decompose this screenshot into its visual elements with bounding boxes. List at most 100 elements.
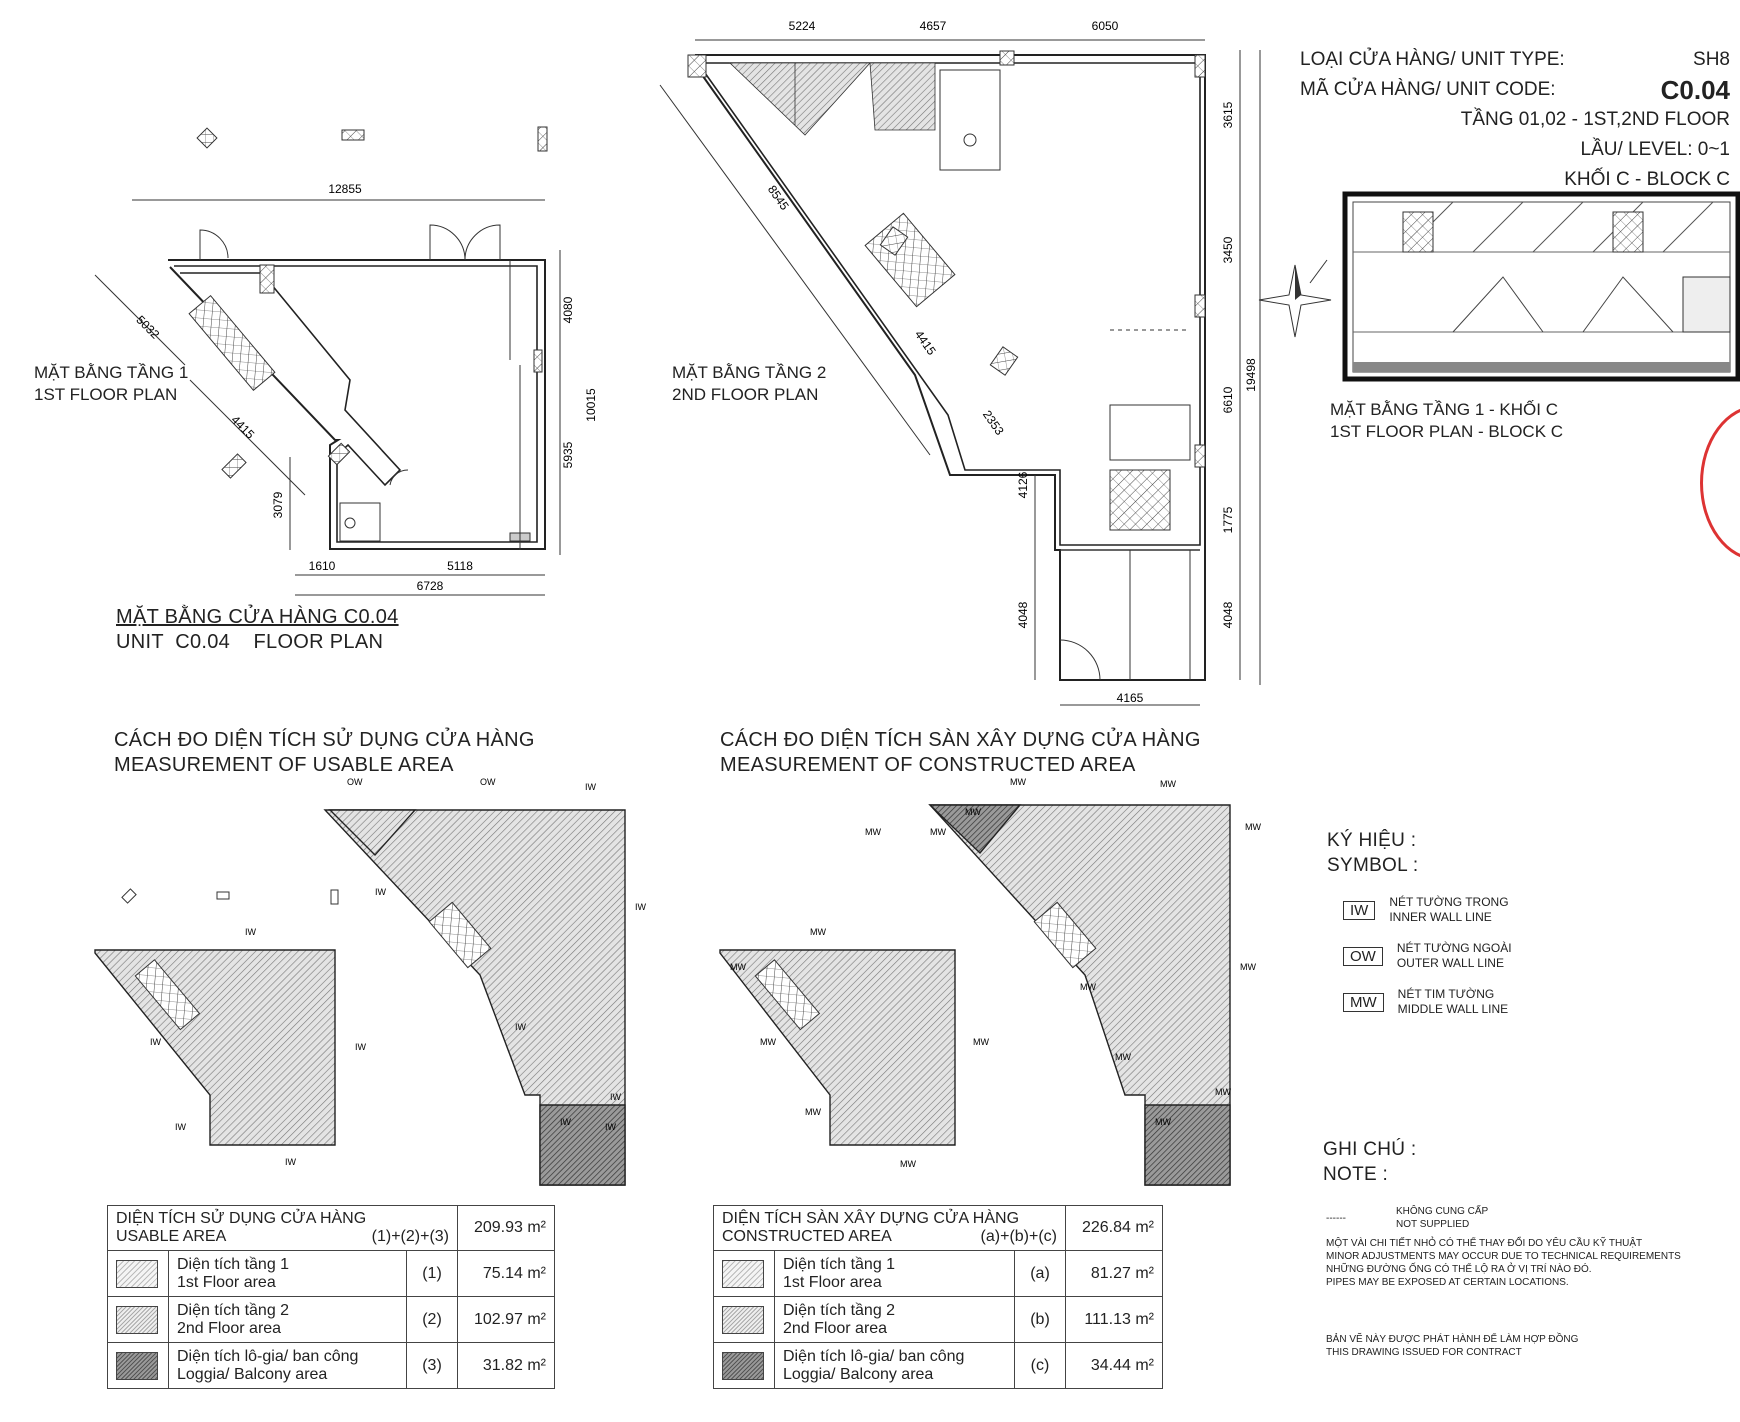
plan2-title-vi: MẶT BẰNG TẦNG 2 [672,363,827,382]
legend-vi: NÉT TƯỜNG NGOÀI [1396,941,1512,955]
level-text: LẦU/ LEVEL: 0~1 [1580,139,1730,160]
swatch-cell [713,1296,775,1343]
row-ref: (3) [406,1342,458,1389]
wall-tag: OW [347,777,363,787]
plan1-title-vi: MẶT BẰNG TẦNG 1 [34,363,189,382]
wall-tag: MW [930,827,946,837]
row-value: 81.27 m² [1065,1250,1163,1297]
constructed-formula: (a)+(b)+(c) [980,1228,1057,1245]
wall-tag: MW [760,1037,776,1047]
wall-tag: MW [805,1107,821,1117]
dim-1610: 1610 [309,559,336,573]
plan2-title: MẶT BẰNG TẦNG 2 2ND FLOOR PLAN [672,362,826,406]
floor-text: TẦNG 01,02 - 1ST,2ND FLOOR [1460,109,1730,130]
dim-4657: 4657 [920,19,947,33]
issued-en: THIS DRAWING ISSUED FOR CONTRACT [1326,1347,1522,1358]
legend-code: IW [1343,900,1376,920]
key-plan-title-en: 1ST FLOOR PLAN - BLOCK C [1330,422,1564,441]
wall-tag: MW [973,1037,989,1047]
not-supplied-en: NOT SUPPLIED [1396,1219,1470,1230]
constructed-area-title: CÁCH ĐO DIỆN TÍCH SÀN XÂY DỰNG CỬA HÀNG … [720,728,1201,778]
note-title-en: NOTE : [1323,1164,1389,1185]
dim-5935: 5935 [561,441,575,468]
dashed-line-sample: ------ [1326,1212,1346,1224]
swatch-cell [107,1296,169,1343]
key-plan-title: MẶT BẰNG TẦNG 1 - KHỐI C 1ST FLOOR PLAN … [1330,399,1563,443]
key-plan-block-c [1342,191,1740,382]
plan2-title-en: 2ND FLOOR PLAN [672,385,819,404]
row-vi: Diện tích tầng 1 [783,1255,896,1273]
row-vi: Diện tích tầng 2 [177,1301,290,1319]
wall-tag: IW [355,1042,367,1052]
wall-tag: IW [375,887,387,897]
constructed-total: 226.84 m² [1065,1205,1163,1251]
unit-type-value: SH8 [1693,49,1730,70]
wall-tag: IW [285,1157,297,1167]
row-value: 31.82 m² [457,1342,555,1389]
usable-area-title: CÁCH ĐO DIỆN TÍCH SỬ DỤNG CỬA HÀNG MEASU… [114,728,535,778]
note-title: GHI CHÚ : NOTE : [1323,1137,1416,1187]
constructed-wall-tags: MW MW MW MW MW MW MW MW MW MW MW MW MW M… [730,777,1261,1169]
unit-title-en: UNIT C0.04 FLOOR PLAN [116,631,384,653]
dim-2353: 2353 [980,408,1007,438]
constructed-title-vi: CÁCH ĐO DIỆN TÍCH SÀN XÂY DỰNG CỬA HÀNG [720,729,1201,751]
row-en: 1st Floor area [177,1273,276,1291]
dim-4415-upper: 4415 [912,328,939,358]
row-value: 34.44 m² [1065,1342,1163,1389]
issued-vi: BẢN VẼ NÀY ĐƯỢC PHÁT HÀNH ĐỂ LÀM HỢP ĐỒN… [1326,1334,1579,1345]
floor1-hatch-swatch [722,1259,764,1288]
wall-tag: MW [1080,982,1096,992]
wall-tag: IW [245,927,257,937]
unit-title-vi: MẶT BẰNG CỬA HÀNG C0.04 [116,606,399,628]
plan1-title-en: 1ST FLOOR PLAN [34,385,178,404]
dim-3615: 3615 [1221,101,1235,128]
dim-10015: 10015 [584,388,598,422]
row-vi: Diện tích lô-gia/ ban công [783,1347,965,1365]
dim-12855: 12855 [328,182,362,196]
wall-tag: MW [1155,1117,1171,1127]
first-floor-plan: 12855 5032 4415 3079 4080 10015 5935 161… [94,126,598,596]
wall-tag: IW [585,782,597,792]
row-ref: (1) [406,1250,458,1297]
dim-4165: 4165 [1117,691,1144,705]
plan1-title: MẶT BẰNG TẦNG 1 1ST FLOOR PLAN [34,362,188,406]
floor1-hatch-swatch [116,1259,158,1288]
wall-tag: IW [515,1022,527,1032]
dim-5224: 5224 [789,19,816,33]
table-head-cell: DIỆN TÍCH SÀN XÂY DỰNG CỬA HÀNG CONSTRUC… [713,1205,1066,1251]
row-en: 2nd Floor area [177,1319,282,1337]
swatch-cell [713,1250,775,1297]
constructed-area-table: DIỆN TÍCH SÀN XÂY DỰNG CỬA HÀNG CONSTRUC… [713,1205,1163,1389]
row-en: Loggia/ Balcony area [783,1365,934,1383]
legend-vi: NÉT TƯỜNG TRONG [1389,895,1509,909]
wall-tag: MW [900,1159,916,1169]
unit-header: LOẠI CỬA HÀNG/ UNIT TYPE: SH8 MÃ CỬA HÀN… [1300,45,1730,195]
legend-en: MIDDLE WALL LINE [1397,1002,1509,1016]
dim-6728: 6728 [417,579,444,593]
unit-floor-plan-title: MẶT BẰNG CỬA HÀNG C0.04 UNIT C0.04 FLOOR… [116,605,399,655]
legend-code: MW [1343,992,1384,1012]
dim-19498: 19498 [1244,358,1258,392]
row-en: 2nd Floor area [783,1319,888,1337]
floor2-hatch-swatch [116,1305,158,1334]
balcony-hatch-swatch [116,1351,158,1380]
legend-en: INNER WALL LINE [1389,910,1492,924]
wall-tag: IW [610,1092,622,1102]
wall-tag: MW [1240,962,1256,972]
swatch-cell [107,1250,169,1297]
dim-4048-right: 4048 [1221,601,1235,628]
dim-5118: 5118 [447,559,473,573]
wall-tag: IW [150,1037,162,1047]
dim-4048-left: 4048 [1016,601,1030,628]
row-ref: (b) [1014,1296,1066,1343]
